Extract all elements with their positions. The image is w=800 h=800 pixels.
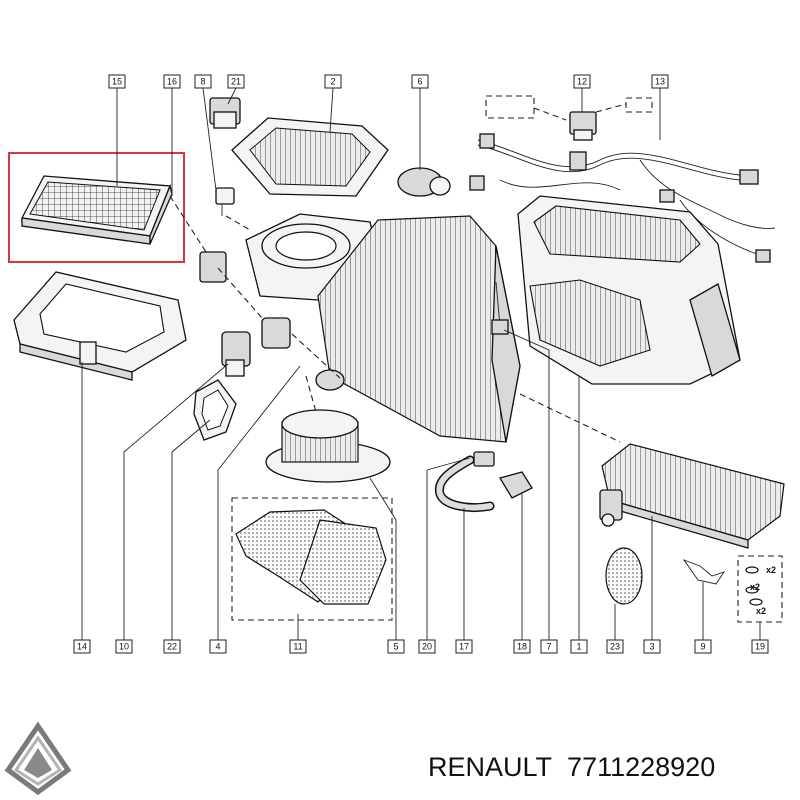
callout-8: 8 [200,77,205,87]
callout-19: 19 [755,642,765,652]
renault-diamond-icon [4,721,72,796]
callout-1: 1 [576,642,581,652]
callout-9: 9 [700,642,705,652]
filter-frame-part [13,271,187,381]
callout-23: 23 [610,642,620,652]
hose-part [434,451,495,512]
callout-10: 10 [119,642,129,652]
callout-22: 22 [167,642,177,652]
quantity-mark-2: x2 [750,582,760,592]
cabin-filter-part [20,175,173,245]
callout-6: 6 [417,77,422,87]
blower-motor-part [265,369,391,483]
callout-15: 15 [112,77,122,87]
callout-3: 3 [649,642,654,652]
callout-11: 11 [293,642,302,652]
callout-21: 21 [231,77,241,87]
clip-part-9 [682,559,726,585]
quantity-mark-3: x2 [756,606,766,616]
distribution-housing-part [517,195,741,385]
gasket-part-22 [193,379,237,441]
callout-5: 5 [393,642,398,652]
actuator-part-21 [209,97,241,129]
svg-text:RENAULT 7711228920: RENAULT 7711228920 [428,752,715,782]
actuator-part-4 [261,317,291,349]
part-number: 7711228920 [567,752,715,782]
actuator-part-10 [221,331,251,377]
brand-name: RENAULT [428,752,552,782]
callout-16: 16 [167,77,177,87]
heater-core-part [599,443,785,549]
callout-13: 13 [655,77,665,87]
o-rings-part: x2 x2 x2 [737,555,783,623]
sensor-part-8 [215,187,235,216]
motor-actuator-part-6 [397,167,451,197]
main-housing-part [245,213,521,443]
wiring-harness-part [469,133,776,263]
highlight-box [8,152,185,263]
callouts-bottom: 14 10 22 4 11 5 20 17 18 7 1 23 3 9 19 [73,639,769,654]
housing-cover-part [231,117,389,197]
callouts-top: 15 16 8 21 2 6 12 13 [108,74,669,89]
callout-20: 20 [422,642,432,652]
callout-2: 2 [330,77,335,87]
relay-part [569,111,597,141]
callout-17: 17 [459,642,469,652]
callout-14: 14 [77,642,87,652]
sensor-part-7 [491,281,509,335]
callout-4: 4 [215,642,220,652]
quantity-mark-1: x2 [766,565,776,575]
gasket-part-23 [605,547,643,605]
callout-7: 7 [546,642,551,652]
air-duct-part [235,509,387,605]
leader-lines [81,87,761,640]
connector-part-16 [199,251,227,283]
callout-12: 12 [577,77,587,87]
callout-18: 18 [517,642,527,652]
clip-part-18 [499,471,533,499]
